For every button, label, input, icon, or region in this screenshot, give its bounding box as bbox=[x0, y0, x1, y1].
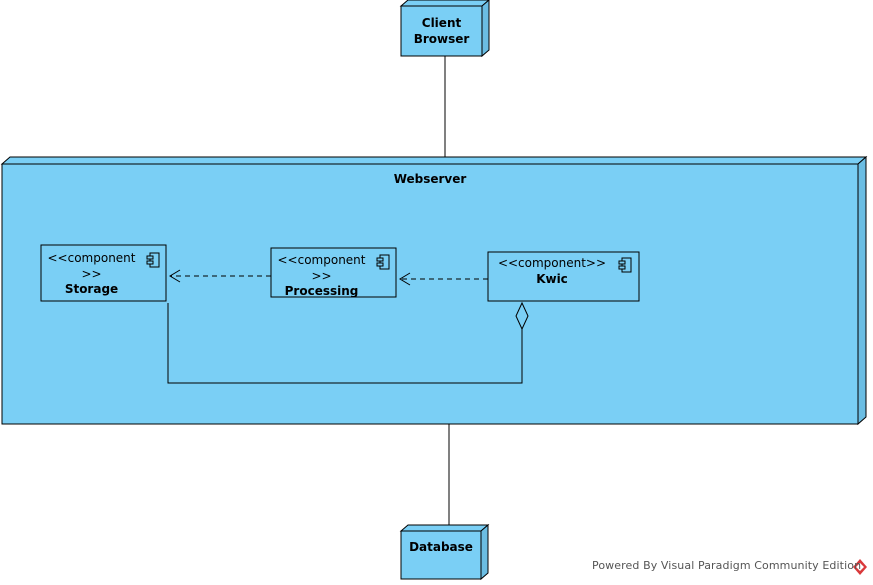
processing-stereotype: <<component >> bbox=[277, 253, 366, 283]
visual-paradigm-logo bbox=[853, 559, 867, 575]
storage-component[interactable] bbox=[40, 244, 167, 302]
client-browser-label: Client Browser bbox=[413, 16, 470, 46]
processing-name: Processing bbox=[284, 284, 359, 298]
kwic-processing-dependency bbox=[399, 272, 488, 286]
component-icon bbox=[146, 252, 160, 268]
webserver-node[interactable] bbox=[0, 155, 868, 426]
storage-kwic-aggregation bbox=[167, 301, 529, 384]
storage-stereotype: <<component >> bbox=[47, 251, 136, 281]
webserver-label: Webserver bbox=[393, 172, 467, 186]
processing-storage-dependency bbox=[169, 269, 271, 283]
component-icon bbox=[618, 257, 632, 273]
processing-component[interactable] bbox=[270, 247, 397, 298]
kwic-name: Kwic bbox=[536, 272, 568, 286]
database-node[interactable] bbox=[399, 523, 490, 581]
client-browser-node[interactable] bbox=[399, 0, 490, 58]
kwic-component[interactable] bbox=[487, 251, 640, 302]
database-label: Database bbox=[409, 540, 473, 554]
storage-name: Storage bbox=[64, 282, 119, 296]
powered-by-footer: Powered By Visual Paradigm Community Edi… bbox=[592, 559, 862, 572]
kwic-stereotype: <<component>> bbox=[497, 256, 607, 270]
component-icon bbox=[376, 254, 390, 270]
